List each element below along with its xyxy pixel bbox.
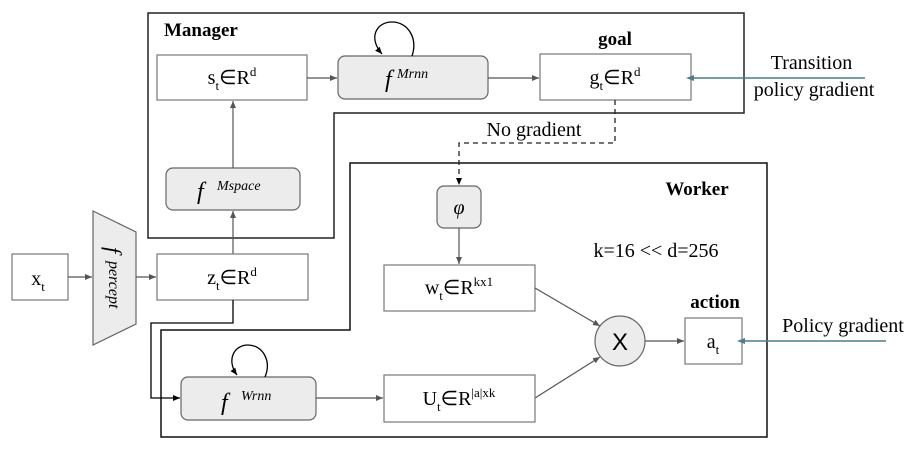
phi-node: φ — [436, 185, 482, 229]
svg-text:f: f — [101, 247, 126, 256]
input-node: xt — [11, 253, 69, 301]
manager-space-node: f Mspace — [165, 167, 301, 211]
worker-rnn-recurrent-loop — [230, 344, 268, 378]
dimension-note: k=16 << d=256 — [593, 240, 718, 262]
no-gradient-dashed-arrow — [456, 100, 616, 185]
svg-text:st∈Rd: st∈Rd — [208, 64, 257, 93]
svg-text:Ut∈R|a|xk: Ut∈R|a|xk — [423, 385, 496, 414]
svg-text:Wrnn: Wrnn — [241, 389, 271, 404]
svg-text:percept: percept — [105, 260, 122, 309]
svg-text:X: X — [612, 329, 628, 356]
svg-text:f: f — [197, 179, 207, 205]
arrow-latent-to-wrnn — [150, 300, 234, 401]
worker-rnn-node: f Wrnn — [180, 376, 317, 421]
multiply-node: X — [594, 315, 646, 367]
svg-text:at: at — [707, 331, 720, 357]
action-node: at — [684, 317, 743, 365]
goal-node: gt∈Rd — [539, 53, 692, 101]
svg-text:zt∈Rd: zt∈Rd — [207, 264, 257, 293]
latent-node: zt∈Rd — [156, 253, 309, 301]
action-label: action — [690, 292, 740, 313]
transition-gradient-label: Transition policy gradient — [754, 52, 875, 101]
svg-text:f: f — [221, 390, 231, 416]
manager-container — [147, 12, 745, 239]
arrow-w-to-multiply — [534, 287, 601, 327]
no-gradient-label: No gradient — [487, 119, 582, 141]
arrow-u-to-multiply — [534, 356, 601, 399]
percept-node: f percept — [92, 210, 137, 346]
manager-rnn-recurrent-loop — [374, 21, 415, 57]
manager-state-node: st∈Rd — [156, 54, 308, 101]
worker-w-node: wt∈Rkx1 — [383, 264, 536, 312]
svg-text:xt: xt — [31, 268, 45, 294]
svg-text:Mspace: Mspace — [216, 179, 261, 194]
manager-title: Manager — [164, 20, 238, 41]
goal-label: goal — [598, 29, 632, 50]
policy-gradient-label: Policy gradient — [782, 315, 904, 337]
svg-text:f: f — [385, 67, 395, 93]
svg-text:gt∈Rd: gt∈Rd — [590, 64, 641, 93]
manager-rnn-node: f Mrnn — [337, 55, 489, 100]
worker-u-node: Ut∈R|a|xk — [383, 374, 536, 423]
worker-container — [160, 162, 768, 438]
svg-text:wt∈Rkx1: wt∈Rkx1 — [425, 274, 493, 303]
worker-title: Worker — [665, 179, 729, 200]
svg-text:Mrnn: Mrnn — [396, 67, 428, 82]
svg-text:φ: φ — [453, 197, 464, 219]
